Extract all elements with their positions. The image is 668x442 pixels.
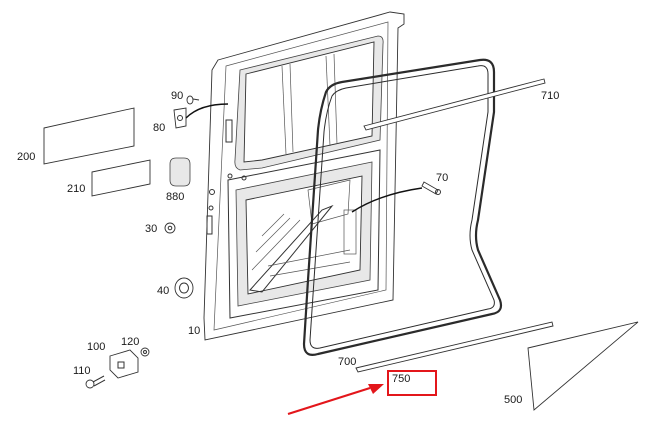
label-30: 30 [145,223,157,235]
washer-30 [164,222,176,234]
bracket-80 [173,107,187,129]
label-80: 80 [153,122,165,134]
arrow-80-to-door [185,103,229,119]
label-500: 500 [504,394,522,406]
door-shell [203,11,405,341]
label-700: 700 [338,356,356,368]
washer-120 [140,347,150,357]
grommet-40 [174,277,194,299]
sticker-200 [43,107,135,165]
label-10: 10 [188,325,200,337]
label-90: 90 [171,90,183,102]
sticker-210 [91,159,151,197]
label-200: 200 [17,151,35,163]
highlight-arrow [287,384,384,416]
belt-molding-710 [363,78,546,131]
cap-880 [169,157,191,187]
screw-90 [186,95,200,105]
label-880: 880 [166,191,184,203]
label-210: 210 [67,183,85,195]
label-710: 710 [541,90,559,102]
lower-strip-750 [355,321,554,373]
seal-frame [302,58,503,356]
label-110: 110 [73,365,91,377]
bolt-110 [85,375,106,389]
arrow-70-to-door [351,187,423,213]
label-100: 100 [87,341,105,353]
label-70: 70 [436,172,448,184]
label-120: 120 [121,336,139,348]
trim-panel-500 [527,321,639,411]
label-40: 40 [157,285,169,297]
block-100 [109,349,139,379]
highlight-box [387,370,437,396]
label-750: 750 [392,373,410,385]
pin-70 [421,181,441,195]
